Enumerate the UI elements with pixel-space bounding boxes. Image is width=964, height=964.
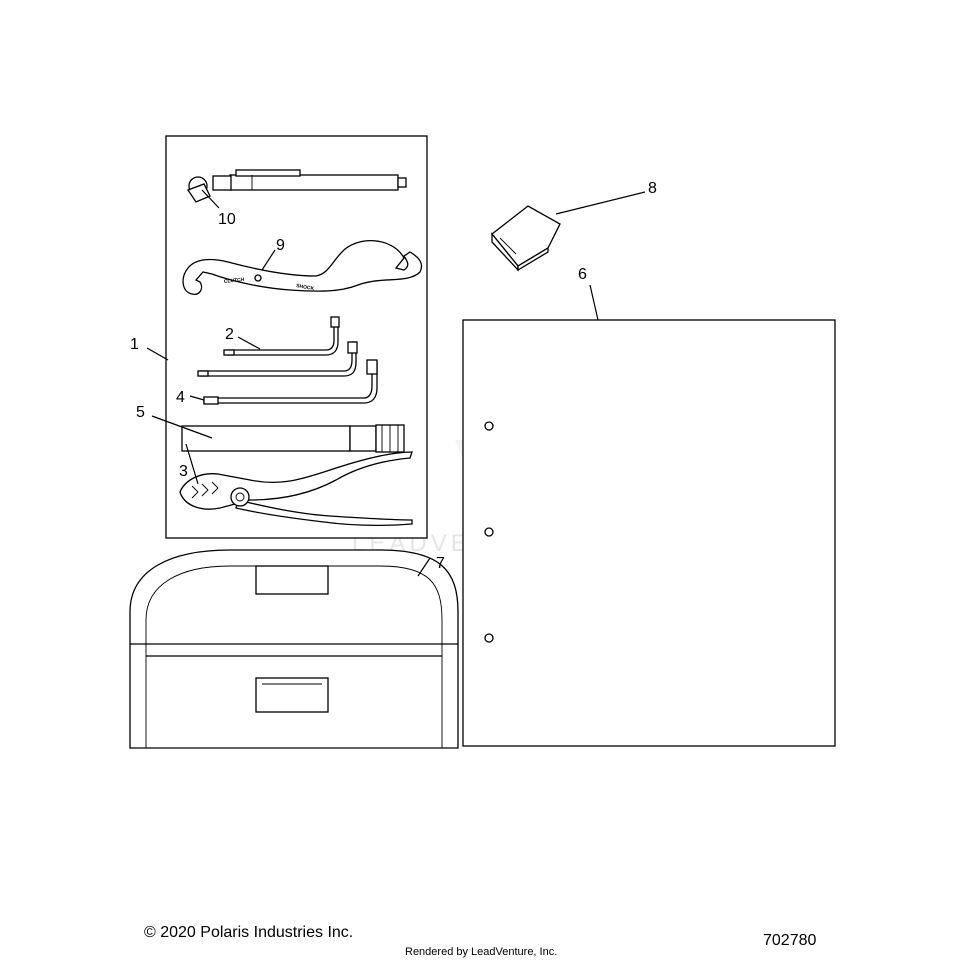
owners-manual bbox=[462, 319, 836, 747]
tool-pouch bbox=[129, 549, 459, 749]
callout-9: 9 bbox=[276, 237, 285, 254]
wrench-shock-text: SHOCK bbox=[296, 283, 315, 292]
leader-lines bbox=[146, 189, 646, 577]
callout-2: 2 bbox=[225, 326, 234, 343]
callout-8: 8 bbox=[648, 180, 657, 197]
callout-6: 6 bbox=[578, 266, 587, 283]
hex-key-set bbox=[197, 316, 358, 377]
long-hex-key bbox=[203, 359, 378, 405]
callout-7: 7 bbox=[436, 555, 445, 572]
slip-joint-pliers bbox=[179, 451, 413, 526]
screwdriver-pen bbox=[187, 169, 407, 203]
callout-4: 4 bbox=[176, 389, 185, 406]
copyright-notice: © 2020 Polaris Industries Inc. bbox=[144, 924, 354, 941]
callout-3: 3 bbox=[179, 463, 188, 480]
callout-10: 10 bbox=[218, 211, 236, 228]
callout-1: 1 bbox=[130, 336, 139, 353]
wrench-clutch-text: CLUTCH bbox=[224, 277, 245, 285]
callout-5: 5 bbox=[136, 404, 145, 421]
diagram-part-number: 702780 bbox=[763, 932, 817, 949]
spark-plug-socket bbox=[181, 424, 405, 453]
spanner-wrench: CLUTCH SHOCK bbox=[182, 240, 423, 295]
rendered-by-notice: Rendered by LeadVenture, Inc. bbox=[405, 946, 558, 958]
tool-kit-board bbox=[165, 135, 428, 539]
key-fob-box bbox=[491, 205, 561, 272]
